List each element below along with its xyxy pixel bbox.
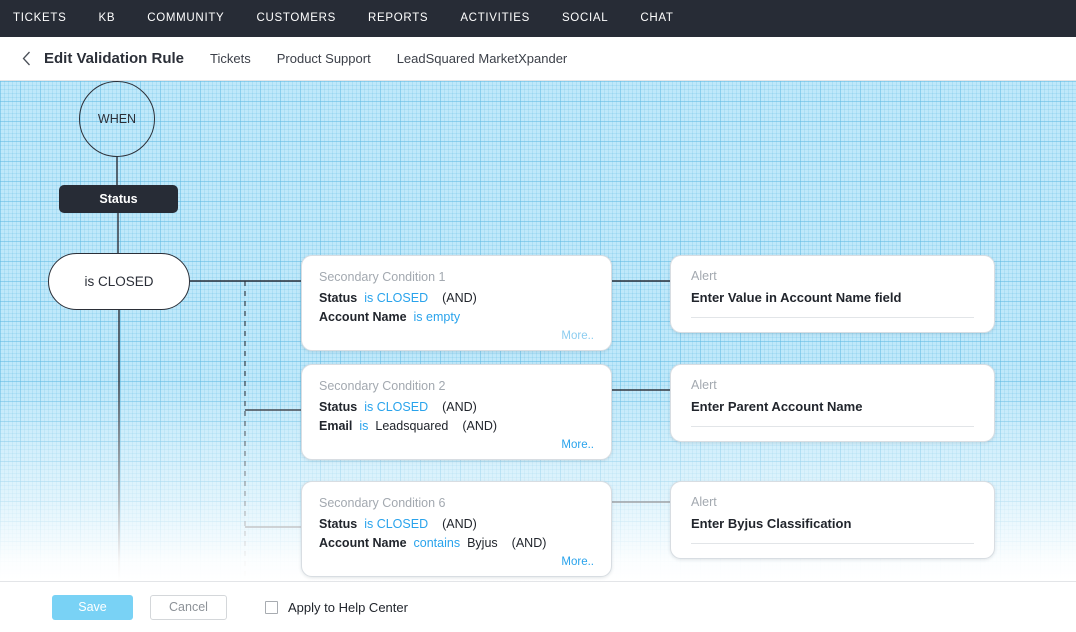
- condition-title: Secondary Condition 6: [319, 496, 446, 510]
- chevron-left-icon[interactable]: [14, 51, 38, 66]
- checkbox-label: Apply to Help Center: [288, 599, 408, 615]
- alert-message: Enter Byjus Classification: [691, 516, 852, 531]
- condition-title: Secondary Condition 2: [319, 379, 446, 393]
- condition-field: Account Name: [319, 310, 407, 324]
- node-when[interactable]: WHEN: [79, 81, 155, 157]
- condition-card-3[interactable]: Secondary Condition 6 Status is CLOSED (AN…: [301, 481, 612, 577]
- condition-conjunction: (AND): [442, 400, 477, 414]
- condition-operator: is CLOSED: [364, 400, 429, 414]
- condition-conjunction: (AND): [442, 517, 477, 531]
- condition-field: Status: [319, 517, 358, 531]
- condition-field: Email: [319, 419, 353, 433]
- condition-row: Status is CLOSED (AND): [319, 289, 594, 308]
- alert-divider: [691, 317, 974, 318]
- condition-row: Account Name contains Byjus (AND): [319, 534, 594, 553]
- condition-more-link[interactable]: More..: [561, 330, 594, 342]
- condition-more-link[interactable]: More..: [561, 556, 594, 568]
- breadcrumb-item-account[interactable]: LeadSquared MarketXpander: [396, 51, 568, 66]
- condition-conjunction: (AND): [442, 291, 477, 305]
- nav-item-reports[interactable]: REPORTS: [368, 12, 429, 24]
- condition-title: Secondary Condition 1: [319, 270, 446, 284]
- page-title: Edit Validation Rule: [44, 50, 185, 67]
- checkbox-box[interactable]: [265, 600, 278, 614]
- save-button[interactable]: Save: [52, 594, 133, 620]
- condition-field: Account Name: [319, 536, 407, 550]
- nav-item-activities[interactable]: ACTIVITIES: [460, 12, 530, 24]
- condition-more-link[interactable]: More..: [561, 439, 594, 451]
- alert-label: Alert: [691, 269, 717, 283]
- apply-to-help-center-checkbox[interactable]: Apply to Help Center: [265, 600, 408, 615]
- alert-message: Enter Value in Account Name field: [691, 290, 902, 305]
- alert-card-2[interactable]: Alert Enter Parent Account Name: [670, 364, 995, 442]
- alert-label: Alert: [691, 378, 717, 392]
- nav-item-community[interactable]: COMMUNITY: [147, 12, 225, 24]
- condition-operator: is CLOSED: [364, 291, 429, 305]
- breadcrumb: Edit Validation Rule Tickets Product Sup…: [0, 37, 1076, 81]
- condition-field: Status: [319, 400, 358, 414]
- nav-item-social[interactable]: SOCIAL: [561, 12, 609, 24]
- breadcrumb-item-product-support[interactable]: Product Support: [276, 51, 371, 66]
- nav-item-chat[interactable]: CHAT: [640, 12, 674, 24]
- alert-card-3[interactable]: Alert Enter Byjus Classification: [670, 481, 995, 559]
- nav-item-kb[interactable]: KB: [98, 12, 116, 24]
- condition-field: Status: [319, 291, 358, 305]
- condition-value: Byjus: [467, 536, 498, 550]
- top-navigation-bar: TICKETS KB COMMUNITY CUSTOMERS REPORTS A…: [0, 0, 1076, 37]
- alert-label: Alert: [691, 495, 717, 509]
- condition-value: Leadsquared: [375, 419, 449, 433]
- node-value-label: is CLOSED: [84, 274, 154, 289]
- condition-card-2[interactable]: Secondary Condition 2 Status is CLOSED (AN…: [301, 364, 612, 460]
- node-when-label: WHEN: [97, 112, 137, 126]
- condition-row: Account Name is empty: [319, 308, 594, 327]
- node-field-label: Status: [99, 192, 138, 206]
- condition-conjunction: (AND): [511, 536, 547, 550]
- footer-action-bar: Save Cancel Apply to Help Center: [0, 581, 1076, 632]
- breadcrumb-item-tickets[interactable]: Tickets: [210, 51, 251, 66]
- condition-operator: is CLOSED: [364, 517, 429, 531]
- condition-conjunction: (AND): [462, 419, 498, 433]
- alert-card-1[interactable]: Alert Enter Value in Account Name field: [670, 255, 995, 333]
- condition-operator: is empty: [413, 310, 461, 324]
- alert-divider: [691, 426, 974, 427]
- condition-operator: contains: [413, 536, 461, 550]
- condition-card-1[interactable]: Secondary Condition 1 Status is CLOSED (AN…: [301, 255, 612, 351]
- alert-message: Enter Parent Account Name: [691, 399, 863, 414]
- cancel-button[interactable]: Cancel: [150, 594, 227, 620]
- alert-divider: [691, 543, 974, 544]
- condition-row: Status is CLOSED (AND): [319, 398, 594, 417]
- node-field-status[interactable]: Status: [59, 185, 178, 213]
- nav-item-tickets[interactable]: TICKETS: [13, 12, 67, 24]
- condition-row: Status is CLOSED (AND): [319, 515, 594, 534]
- node-value-is-closed[interactable]: is CLOSED: [48, 253, 190, 310]
- nav-item-customers[interactable]: CUSTOMERS: [256, 12, 337, 24]
- condition-operator: is: [359, 419, 369, 433]
